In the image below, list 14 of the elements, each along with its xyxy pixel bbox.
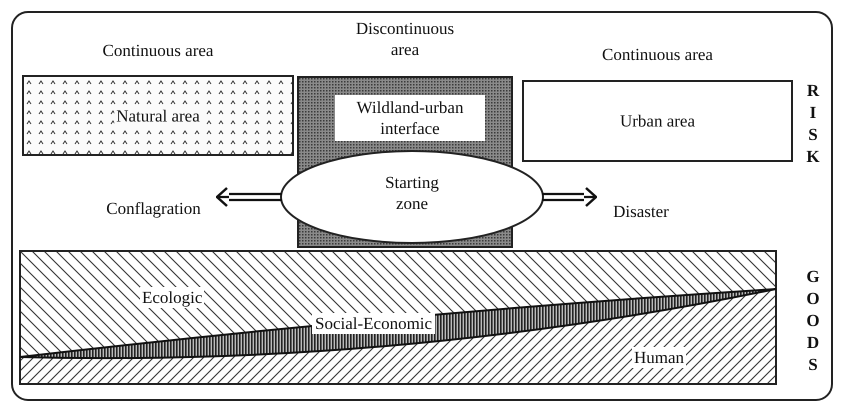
outcome-label: Disaster	[596, 201, 686, 225]
sector-label: Social-Economic	[312, 313, 436, 334]
vertical-label: GOODS	[806, 266, 820, 376]
outcome-label: Conflagration	[90, 198, 217, 222]
sector-label: Human	[632, 347, 686, 368]
area-label: Urban area	[618, 110, 696, 132]
area-heading: Continuous area	[601, 44, 714, 65]
box-label: Wildland-urban interface	[356, 97, 464, 139]
vertical-label: RISK	[806, 80, 820, 168]
area-heading: Discontinuous area	[354, 18, 456, 60]
interface-box	[335, 95, 485, 141]
sector-label: Ecologic	[140, 287, 204, 308]
area-heading: Continuous area	[102, 40, 214, 61]
zone-label: Starting zone	[384, 172, 440, 214]
